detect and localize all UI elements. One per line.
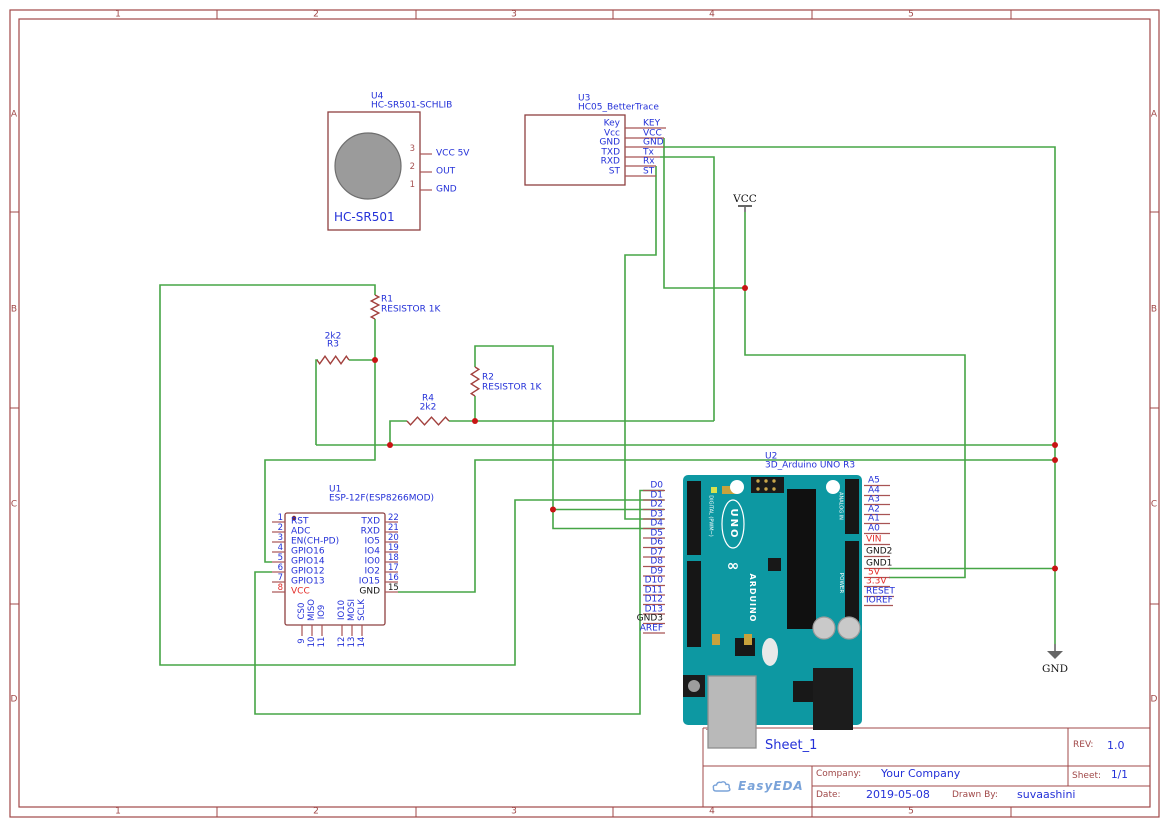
wire[interactable] (398, 459, 1055, 593)
frame-outer-border (9, 9, 1160, 818)
resistor-r4[interactable] (406, 416, 450, 426)
arduino-header-digital-b (687, 561, 701, 647)
arduino-oscillator (762, 638, 778, 666)
wire[interactable] (315, 359, 318, 445)
arduino-mount-hole (826, 480, 840, 494)
arduino-smd (712, 634, 720, 645)
icsp-pin (764, 479, 768, 483)
u1-body[interactable] (284, 512, 386, 626)
junction-dot[interactable] (472, 418, 478, 424)
frame-inner-border (18, 18, 1151, 808)
arduino-smd (744, 634, 752, 645)
u1-pin1-dot (291, 515, 297, 521)
wire[interactable] (660, 156, 715, 421)
arduino-icsp-header (751, 477, 784, 493)
resistor-r2[interactable] (469, 366, 481, 397)
arduino-header-analog (845, 479, 859, 534)
u3-body[interactable] (524, 114, 626, 186)
wire[interactable] (664, 146, 1056, 644)
junction-dot[interactable] (742, 285, 748, 291)
icsp-pin (764, 487, 768, 491)
junction-dot[interactable] (1052, 565, 1058, 572)
wire[interactable] (264, 319, 376, 563)
junction-dot[interactable] (387, 442, 393, 448)
junction-dot[interactable] (1052, 457, 1058, 463)
wire[interactable] (389, 420, 407, 445)
u4-lens[interactable] (334, 132, 402, 200)
junction-dot[interactable] (550, 506, 556, 513)
wire[interactable] (663, 138, 745, 289)
arduino-usb-connector (707, 675, 757, 749)
arduino-led (711, 487, 717, 493)
arduino-board[interactable] (683, 475, 862, 725)
gnd-symbol-icon[interactable] (1047, 651, 1063, 659)
icsp-pin (772, 479, 776, 483)
arduino-reset-cap (688, 680, 700, 692)
arduino-smd (722, 486, 738, 494)
arduino-header-power (845, 541, 859, 626)
resistor-r1[interactable] (369, 294, 381, 320)
resistor-r3[interactable] (316, 354, 350, 366)
icsp-pin (772, 487, 776, 491)
wire[interactable] (624, 166, 664, 520)
arduino-mount-hole (730, 480, 744, 494)
arduino-uno-oval (721, 499, 745, 549)
wire[interactable] (159, 284, 664, 666)
arduino-capacitor (837, 616, 861, 640)
arduino-component (793, 681, 816, 702)
wire[interactable] (474, 345, 664, 530)
arduino-capacitor (812, 616, 836, 640)
arduino-power-jack (813, 668, 853, 730)
arduino-component (768, 558, 781, 571)
arduino-mcu-chip (787, 489, 816, 629)
junction-dot[interactable] (372, 357, 378, 363)
wire[interactable] (744, 212, 966, 579)
junction-dot[interactable] (1052, 442, 1058, 448)
icsp-pin (756, 479, 760, 483)
icsp-pin (756, 487, 760, 491)
arduino-header-digital-a (687, 481, 701, 555)
